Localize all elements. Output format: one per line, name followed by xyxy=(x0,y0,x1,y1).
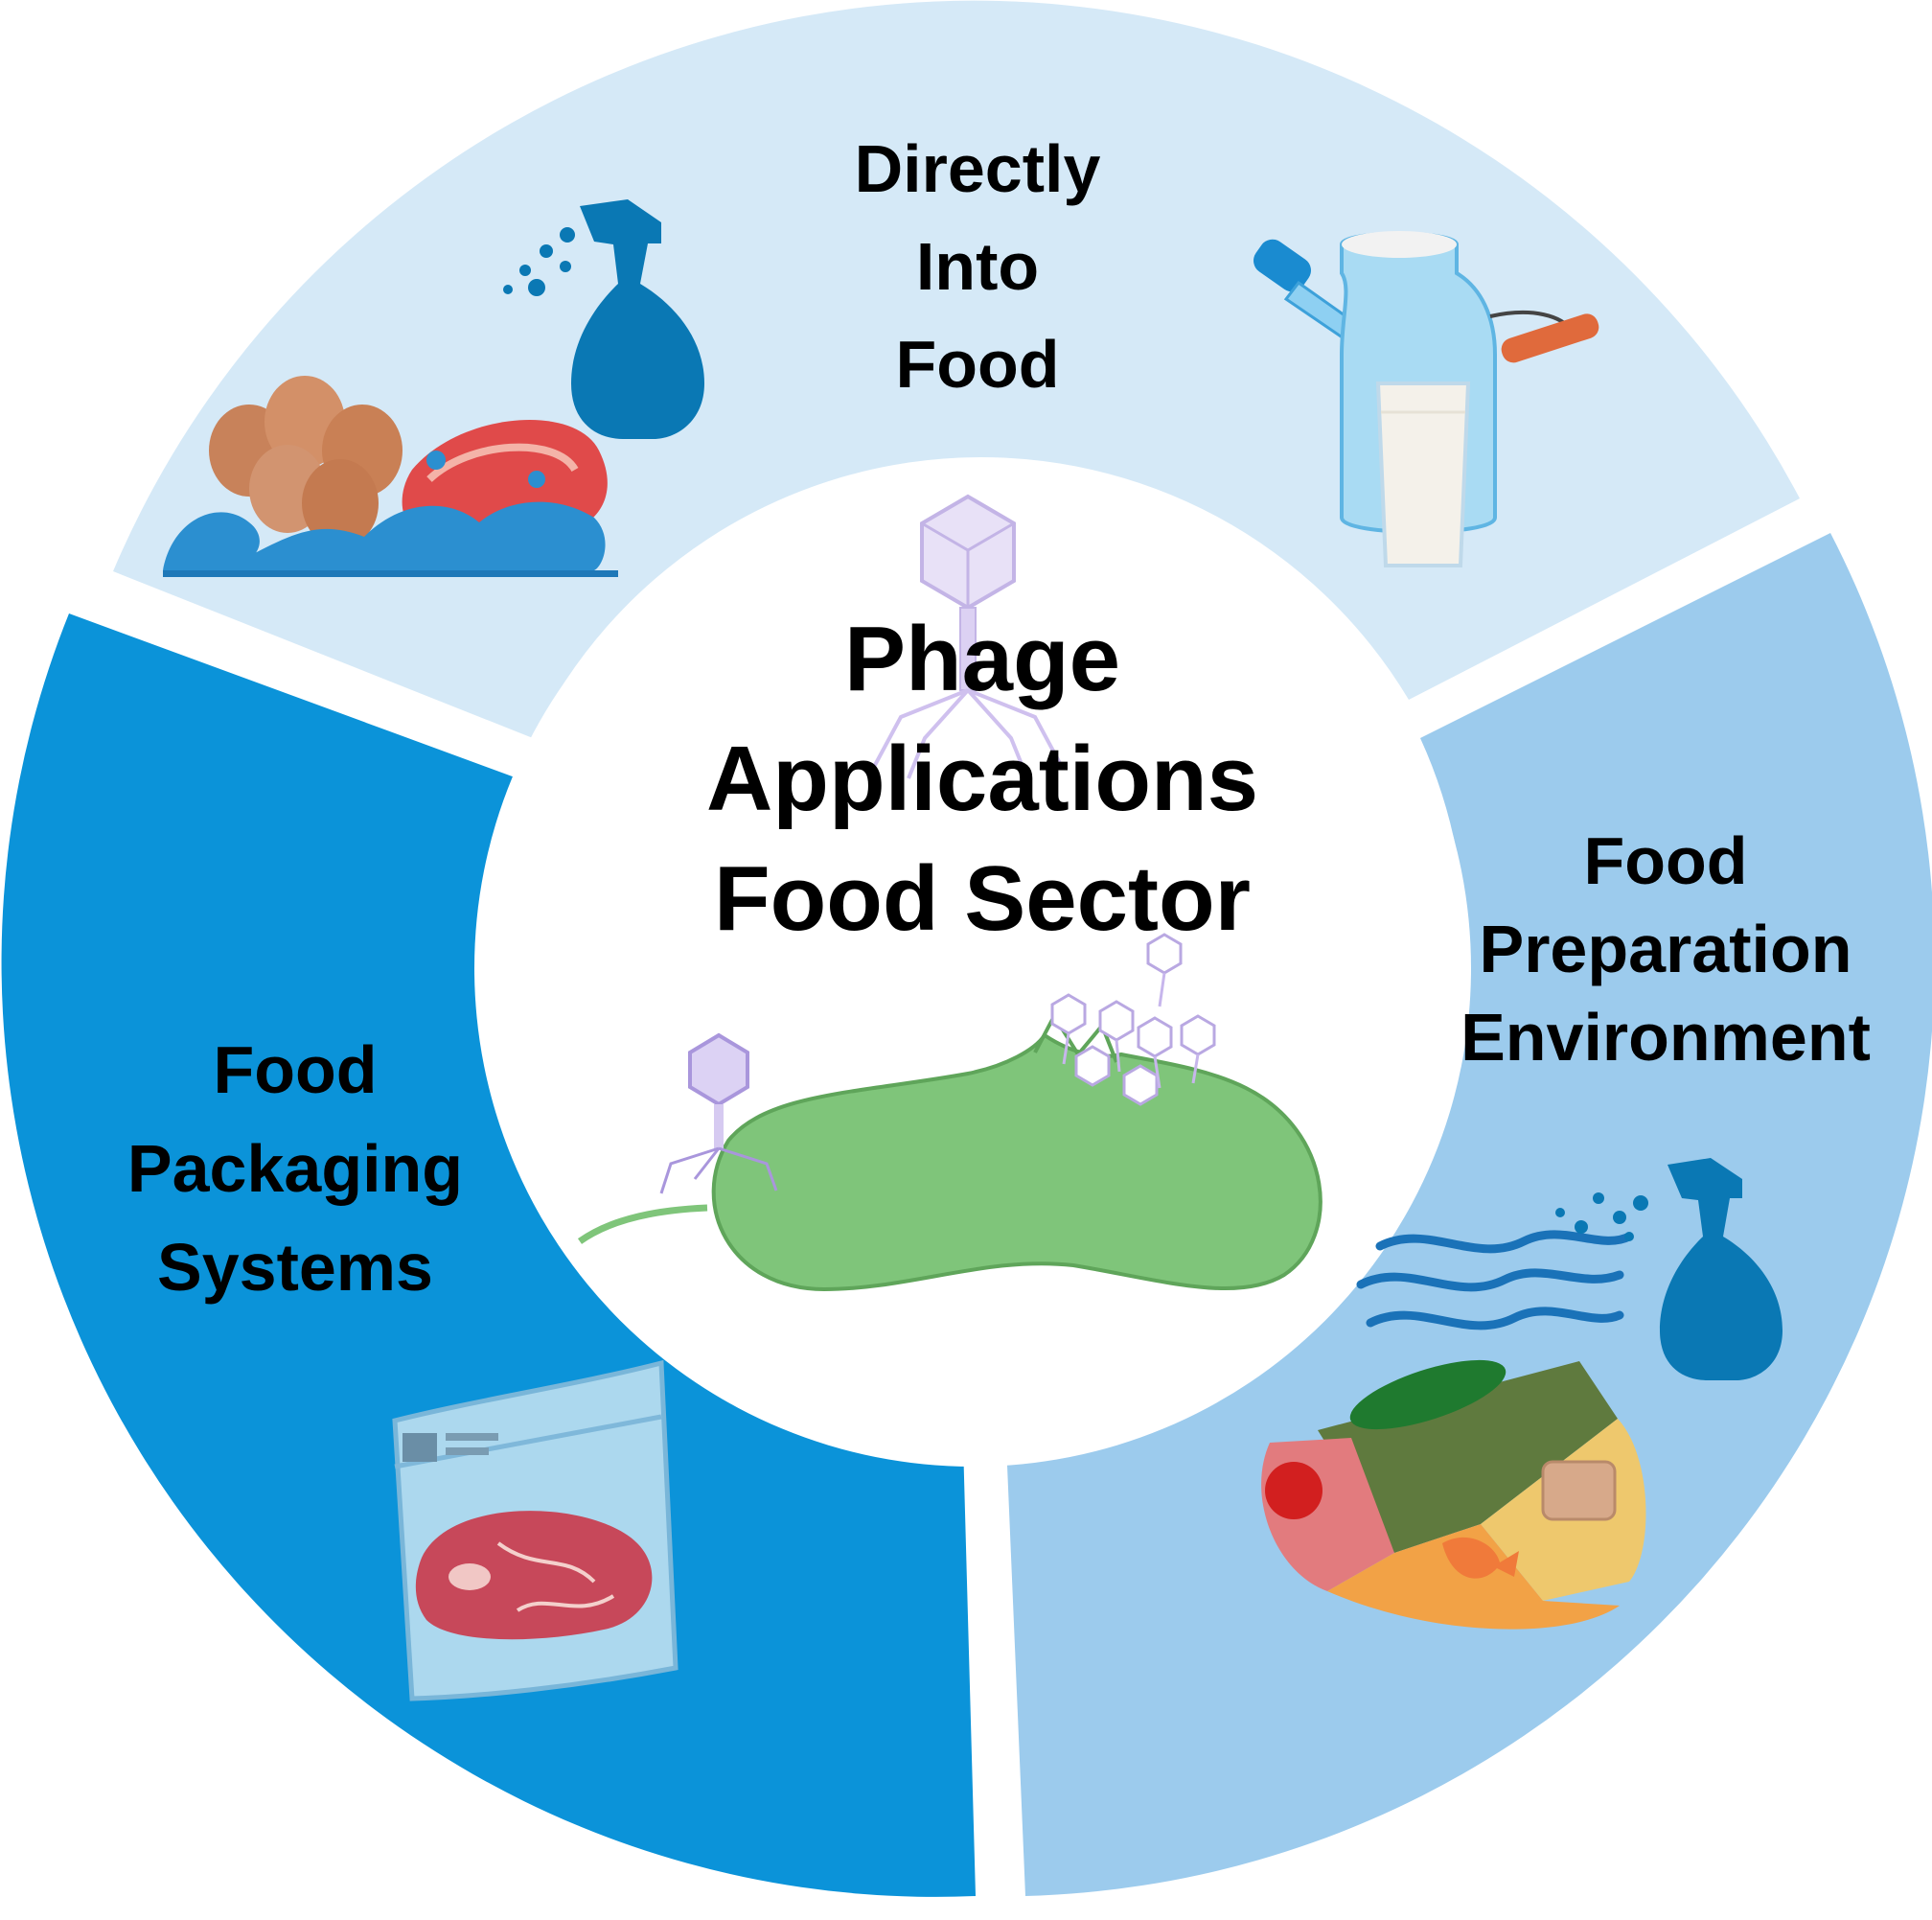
spray-bottle-icon xyxy=(1555,1158,1782,1380)
segment-label-line: Systems xyxy=(157,1230,433,1305)
food-plate-icon xyxy=(1261,1359,1646,1630)
milk-glass-icon xyxy=(1375,382,1471,567)
segment-food-preparation-environment xyxy=(1006,533,1932,1896)
segment-food-packaging-systems xyxy=(1,613,977,1897)
center-title-line-2: Applications xyxy=(706,728,1258,830)
center-title-line-3: Food Sector xyxy=(714,847,1251,950)
segment-label-food-packaging-systems: Food Packaging Systems xyxy=(127,1032,463,1305)
mist-waves-icon xyxy=(1356,1230,1634,1330)
spray-bottle-icon xyxy=(503,199,704,439)
segment-label-directly-into-food: Directly Into Food xyxy=(855,131,1101,402)
segment-label-line: Directly xyxy=(855,131,1101,206)
segment-label-line: Food xyxy=(213,1032,377,1107)
segment-label-food-preparation-environment: Food Preparation Environment xyxy=(1460,823,1871,1075)
segment-label-line: Packaging xyxy=(127,1131,463,1206)
bacteriophage-icon xyxy=(872,494,1064,779)
vacuum-packed-meat-icon xyxy=(392,1359,678,1701)
center-title: Phage Applications Food Sector xyxy=(706,608,1258,950)
segment-label-line: Food xyxy=(895,327,1059,402)
segment-label-line: Preparation xyxy=(1480,912,1852,986)
center-title-line-1: Phage xyxy=(844,608,1120,710)
segment-label-line: Food xyxy=(1583,823,1747,898)
eggs-and-meat-icon xyxy=(163,376,618,577)
segment-label-line: Environment xyxy=(1460,1000,1871,1075)
segment-label-line: Into xyxy=(916,229,1039,304)
bacterium-icon xyxy=(577,933,1322,1292)
